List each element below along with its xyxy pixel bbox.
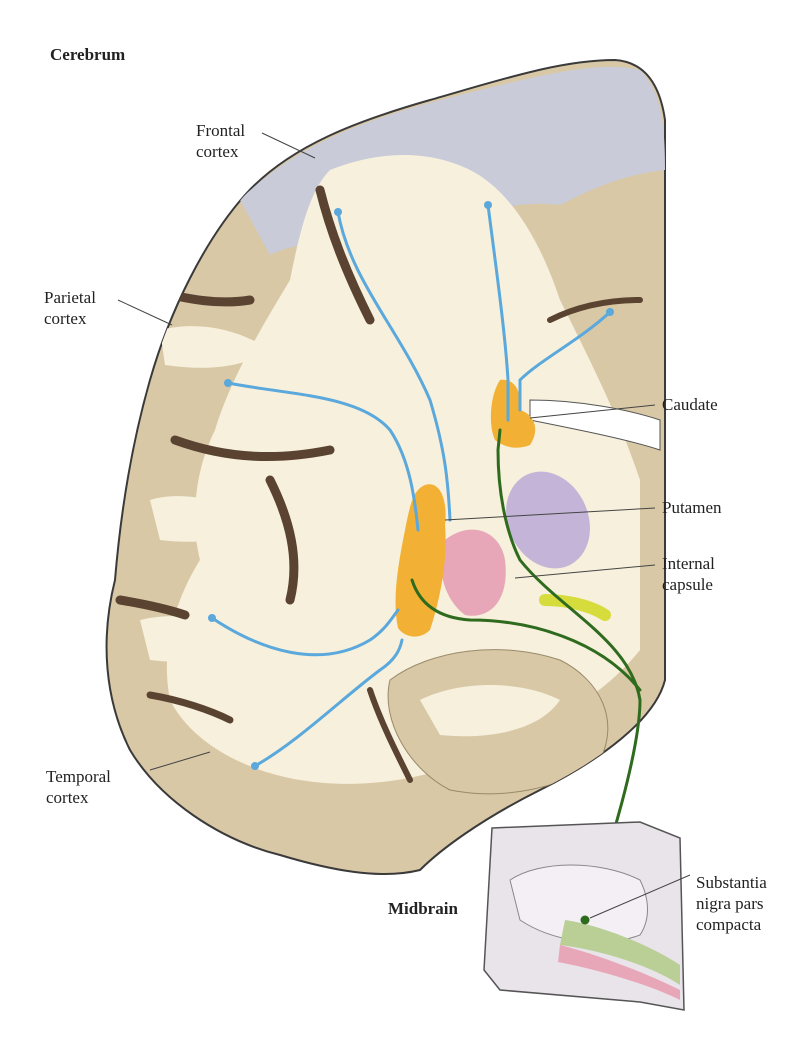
label-putamen: Putamen: [662, 497, 722, 518]
label-temporal-cortex: Temporal cortex: [46, 766, 111, 808]
label-parietal-cortex: Parietal cortex: [44, 287, 96, 329]
label-midbrain: Midbrain: [388, 898, 458, 919]
label-substantia-nigra: Substantia nigra pars compacta: [696, 872, 767, 935]
label-caudate: Caudate: [662, 394, 718, 415]
substantia-nigra-soma: [581, 916, 590, 925]
label-internal-capsule: Internal capsule: [662, 553, 715, 595]
midbrain-inset: [484, 822, 684, 1010]
label-cerebrum: Cerebrum: [50, 44, 125, 65]
label-frontal-cortex: Frontal cortex: [196, 120, 245, 162]
